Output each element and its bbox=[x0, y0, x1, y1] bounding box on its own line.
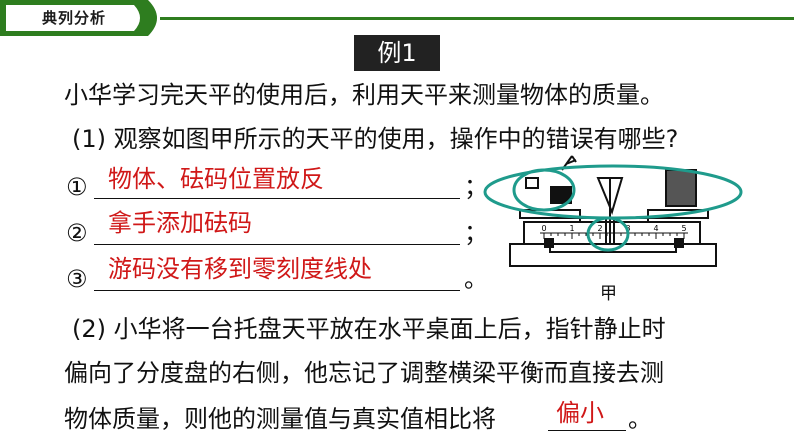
question-intro: 小华学习完天平的使用后，利用天平来测量物体的质量。 bbox=[64, 81, 664, 109]
balance-base bbox=[509, 243, 717, 267]
scale-label: 4 bbox=[653, 224, 658, 233]
part2-line1: (2) 小华将一台托盘天平放在水平桌面上后，指针静止时 bbox=[72, 315, 666, 343]
part2-line2: 偏向了分度盘的右侧，他忘记了调整横梁平衡而直接去测 bbox=[64, 359, 664, 387]
weight-on-left-pan bbox=[525, 177, 539, 189]
object-on-left-pan bbox=[550, 186, 572, 204]
section-title: 典列分析 bbox=[41, 9, 106, 27]
item3-marker: ③ bbox=[66, 265, 88, 293]
item1-marker: ① bbox=[66, 173, 88, 201]
object-on-right-pan bbox=[665, 169, 697, 207]
scale-label: 2 bbox=[597, 224, 602, 233]
figure-caption: 甲 bbox=[600, 284, 617, 304]
item2-end: ； bbox=[464, 219, 488, 247]
item1-answer: 物体、砝码位置放反 bbox=[108, 165, 324, 193]
example-tag: 例1 bbox=[354, 35, 440, 71]
header-divider bbox=[160, 17, 794, 20]
section-header: 典列分析 bbox=[0, 0, 166, 36]
part1-prompt: (1) 观察如图甲所示的天平的使用，操作中的错误有哪些? bbox=[72, 125, 679, 153]
item1-blank bbox=[94, 170, 460, 204]
part2-answer: 偏小 bbox=[556, 399, 604, 427]
part2-end: 。 bbox=[628, 405, 652, 433]
item2-marker: ② bbox=[66, 219, 88, 247]
item3-end: 。 bbox=[464, 265, 488, 293]
item2-blank bbox=[94, 216, 460, 250]
part2-line3: 物体质量，则他的测量值与真实值相比将 bbox=[64, 405, 496, 433]
scale-label: 5 bbox=[681, 224, 686, 233]
part2-blank bbox=[548, 402, 626, 436]
scale-label: 1 bbox=[569, 224, 574, 233]
scale-label: 0 bbox=[541, 224, 546, 233]
circle-hand bbox=[512, 168, 576, 212]
header-shape bbox=[0, 0, 157, 36]
item3-answer: 游码没有移到零刻度线处 bbox=[108, 255, 372, 283]
circle-rider bbox=[586, 216, 630, 252]
item3-blank bbox=[94, 262, 460, 296]
item2-answer: 拿手添加砝码 bbox=[108, 209, 252, 237]
item1-end: ； bbox=[464, 173, 488, 201]
